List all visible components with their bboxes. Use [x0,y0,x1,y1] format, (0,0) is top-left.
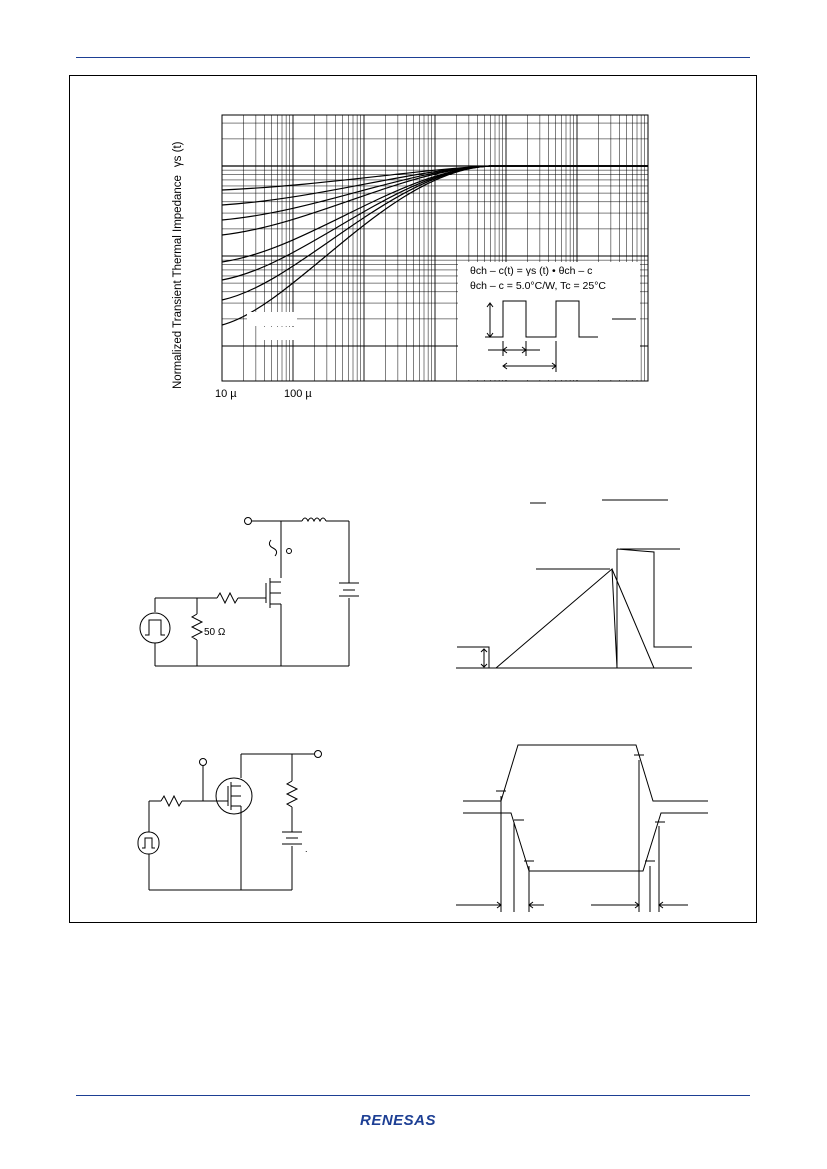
switching-waveform [456,744,708,912]
switching-test-circuit [137,750,322,891]
x-tick-10u: 10 µ [215,388,237,400]
bottom-rule [76,1095,750,1096]
avalanche-test-circuit [139,517,359,667]
figure-frame [69,75,757,923]
curve-label-blank [247,312,297,326]
pulse-waveform-inset [485,300,636,372]
curve-label-blank-2 [257,327,297,340]
chart-note-line2: θch – c = 5.0°C/W, Tc = 25°C [470,280,606,292]
top-rule [76,57,750,58]
chart-y-axis-label: Normalized Transient Thermal Impedance γs… [172,141,184,389]
resistor-50-ohm-label: 50 Ω [204,627,226,638]
chart-y-axis-label-text: Normalized Transient Thermal Impedance [172,175,184,389]
chart-y-axis-symbol: γs (t) [172,141,184,167]
renesas-logo: RENESAS [360,1112,437,1129]
avalanche-waveform [456,499,692,669]
chart-note-box [458,262,640,380]
chart-note-line1: θch – c(t) = γs (t) • θch – c [470,265,592,277]
battery-polarity-mark: . [305,844,308,854]
x-tick-100u: 100 µ [284,388,312,400]
thermal-impedance-chart: θch – c(t) = γs (t) • θch – c θch – c = … [172,114,649,400]
chart-curves [221,165,648,326]
thermal-curve [221,165,648,326]
